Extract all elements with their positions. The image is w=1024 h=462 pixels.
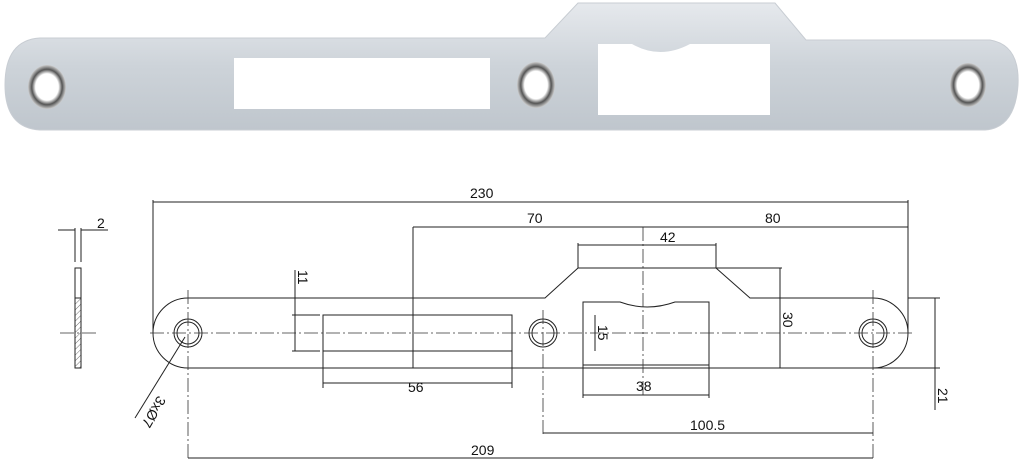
cutout	[582, 301, 710, 366]
dim-plate-width: 21	[935, 388, 951, 404]
dim-slot-width: 56	[408, 379, 424, 395]
front-view	[150, 227, 912, 460]
render-hole-right	[950, 63, 986, 107]
dim-center-to-slot: 70	[527, 210, 543, 226]
dimensions: 230 70 80 42 56 38 100.5 209 2 11 15 30 …	[97, 185, 951, 459]
dim-hole-spacing-right: 100.5	[690, 417, 725, 433]
render-cutout	[598, 44, 770, 115]
dim-cutout-width: 38	[636, 378, 652, 394]
plate-render	[4, 2, 1019, 131]
dim-center-to-end: 80	[765, 210, 781, 226]
dim-cutout-height: 15	[595, 325, 611, 341]
render-slot	[234, 58, 490, 109]
dim-hole-spacing-outer: 209	[471, 442, 495, 458]
render-hole-middle	[517, 62, 555, 108]
dim-tab-width: 42	[660, 229, 676, 245]
side-view	[58, 228, 108, 369]
dim-thickness: 2	[97, 215, 105, 231]
dim-holes: 3xØ7	[139, 394, 170, 431]
dim-slot-height: 11	[295, 270, 311, 285]
dim-overall-length: 230	[470, 185, 494, 201]
render-hole-left	[28, 65, 66, 109]
dim-tab-height: 30	[780, 312, 796, 328]
